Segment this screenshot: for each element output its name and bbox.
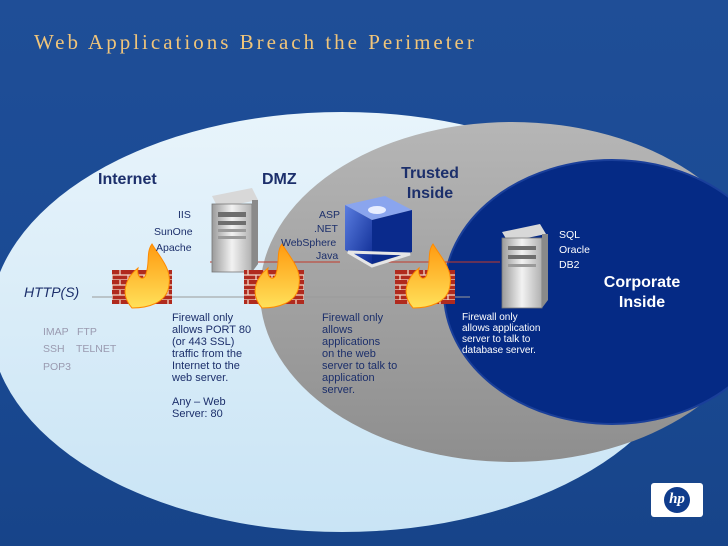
app-tech-websphere: WebSphere (281, 237, 337, 249)
hp-logo-text: hp (669, 491, 685, 507)
protocol-telnet: TELNET (76, 343, 117, 355)
db-tech-db2: DB2 (559, 259, 580, 271)
db-tech-sql: SQL (559, 229, 581, 241)
protocol-ftp: FTP (77, 326, 97, 338)
protocol-ssh: SSH (43, 343, 65, 355)
firewall-3-icon (395, 243, 455, 309)
firewall-1-rule: Any – Web Server: 80 (172, 396, 226, 420)
trusted-inside-label: Trusted Inside (401, 165, 459, 202)
protocol-imap: IMAP (43, 326, 69, 338)
web-server-icon (211, 188, 258, 273)
db-server-icon (501, 224, 548, 309)
web-tech-apache: Apache (156, 242, 192, 254)
corporate-inside-label: Corporate Inside (603, 274, 681, 311)
firewall-1-icon (112, 243, 172, 309)
http-label: HTTP(S) (24, 284, 80, 300)
slide-title: Web Applications Breach the Perimeter (34, 30, 477, 54)
app-server-icon (345, 196, 412, 268)
app-tech-dotnet: .NET (314, 223, 338, 235)
internet-label: Internet (98, 171, 157, 188)
hp-logo (651, 483, 703, 517)
web-tech-iis: IIS (178, 209, 191, 221)
app-tech-asp: ASP (319, 209, 341, 221)
firewall-2-description: Firewall only allows applications on the… (322, 312, 398, 396)
firewall-2-icon (244, 243, 304, 309)
protocol-pop3: POP3 (43, 361, 72, 373)
web-tech-sunone: SunOne (154, 226, 193, 238)
dmz-label: DMZ (262, 171, 297, 188)
db-tech-oracle: Oracle (559, 244, 590, 256)
firewall-1-description: Firewall only allows PORT 80 (or 443 SSL… (172, 312, 252, 384)
firewall-3-description: Firewall only allows application server … (462, 312, 541, 356)
app-tech-java: Java (316, 250, 339, 262)
